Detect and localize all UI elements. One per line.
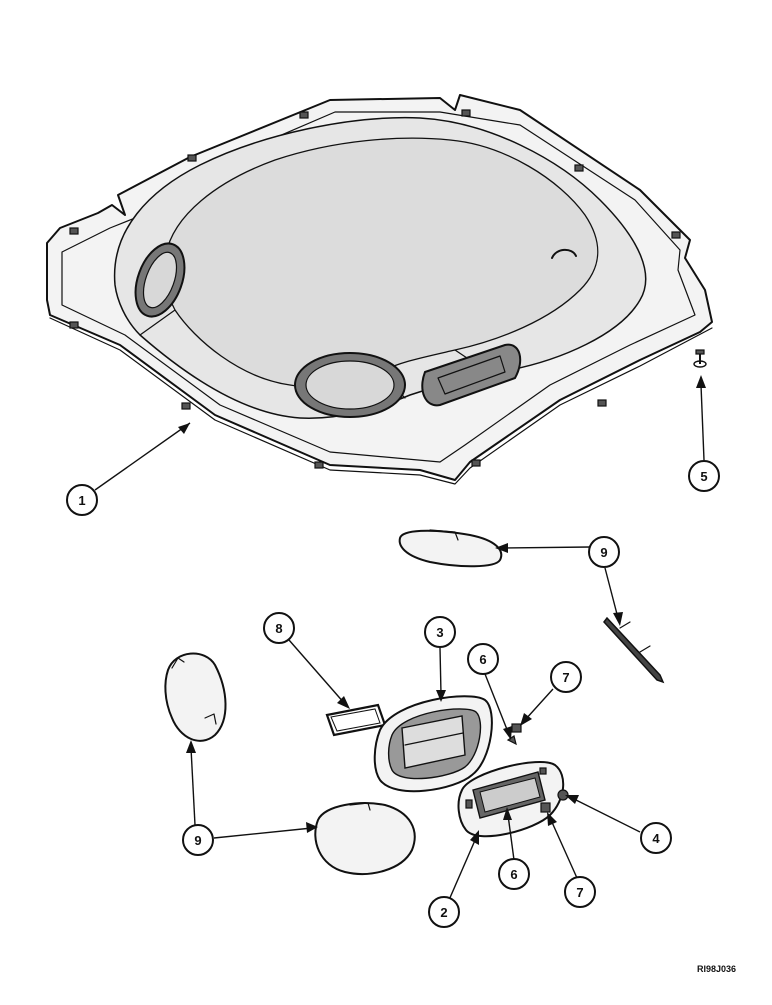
part-8-filter — [325, 703, 387, 737]
callout-3: 3 — [424, 616, 456, 648]
callout-9-top: 9 — [588, 536, 620, 568]
part-9-left-cover — [164, 652, 227, 742]
svg-text:9: 9 — [194, 833, 201, 848]
svg-text:4: 4 — [652, 831, 660, 846]
callout-4: 4 — [640, 822, 672, 854]
part-9-edge-cover — [603, 616, 665, 684]
svg-text:7: 7 — [562, 670, 569, 685]
part-3-vent-housing — [373, 695, 493, 793]
svg-text:8: 8 — [275, 621, 282, 636]
part-2-lamp-housing — [457, 761, 565, 838]
part-7-clip-top — [511, 723, 522, 733]
part-9-lower-cover — [314, 802, 416, 875]
callout-7-bottom: 7 — [564, 876, 596, 908]
dome-pod — [551, 248, 577, 259]
part-9-oval-cover-top — [398, 529, 503, 568]
callout-6-bottom: 6 — [498, 858, 530, 890]
panel-clips — [69, 109, 681, 469]
leader-lines — [94, 375, 706, 901]
svg-text:2: 2 — [440, 905, 447, 920]
callout-8: 8 — [263, 612, 295, 644]
svg-text:7: 7 — [576, 885, 583, 900]
svg-text:1: 1 — [78, 493, 85, 508]
svg-text:6: 6 — [479, 652, 486, 667]
part-5-fastener — [693, 349, 707, 368]
svg-text:9: 9 — [600, 545, 607, 560]
svg-text:6: 6 — [510, 867, 517, 882]
callout-1: 1 — [66, 484, 98, 516]
callout-9-left: 9 — [182, 824, 214, 856]
callout-6-top: 6 — [467, 643, 499, 675]
callout-7-top: 7 — [550, 661, 582, 693]
callout-2: 2 — [428, 896, 460, 928]
lamp-opening — [421, 343, 522, 407]
callout-5: 5 — [688, 460, 720, 492]
part-7-clip-bottom — [540, 802, 551, 813]
svg-text:5: 5 — [700, 469, 707, 484]
headliner-panel — [46, 94, 713, 485]
drawing-reference: RI98J036 — [697, 964, 736, 974]
svg-text:3: 3 — [436, 625, 443, 640]
